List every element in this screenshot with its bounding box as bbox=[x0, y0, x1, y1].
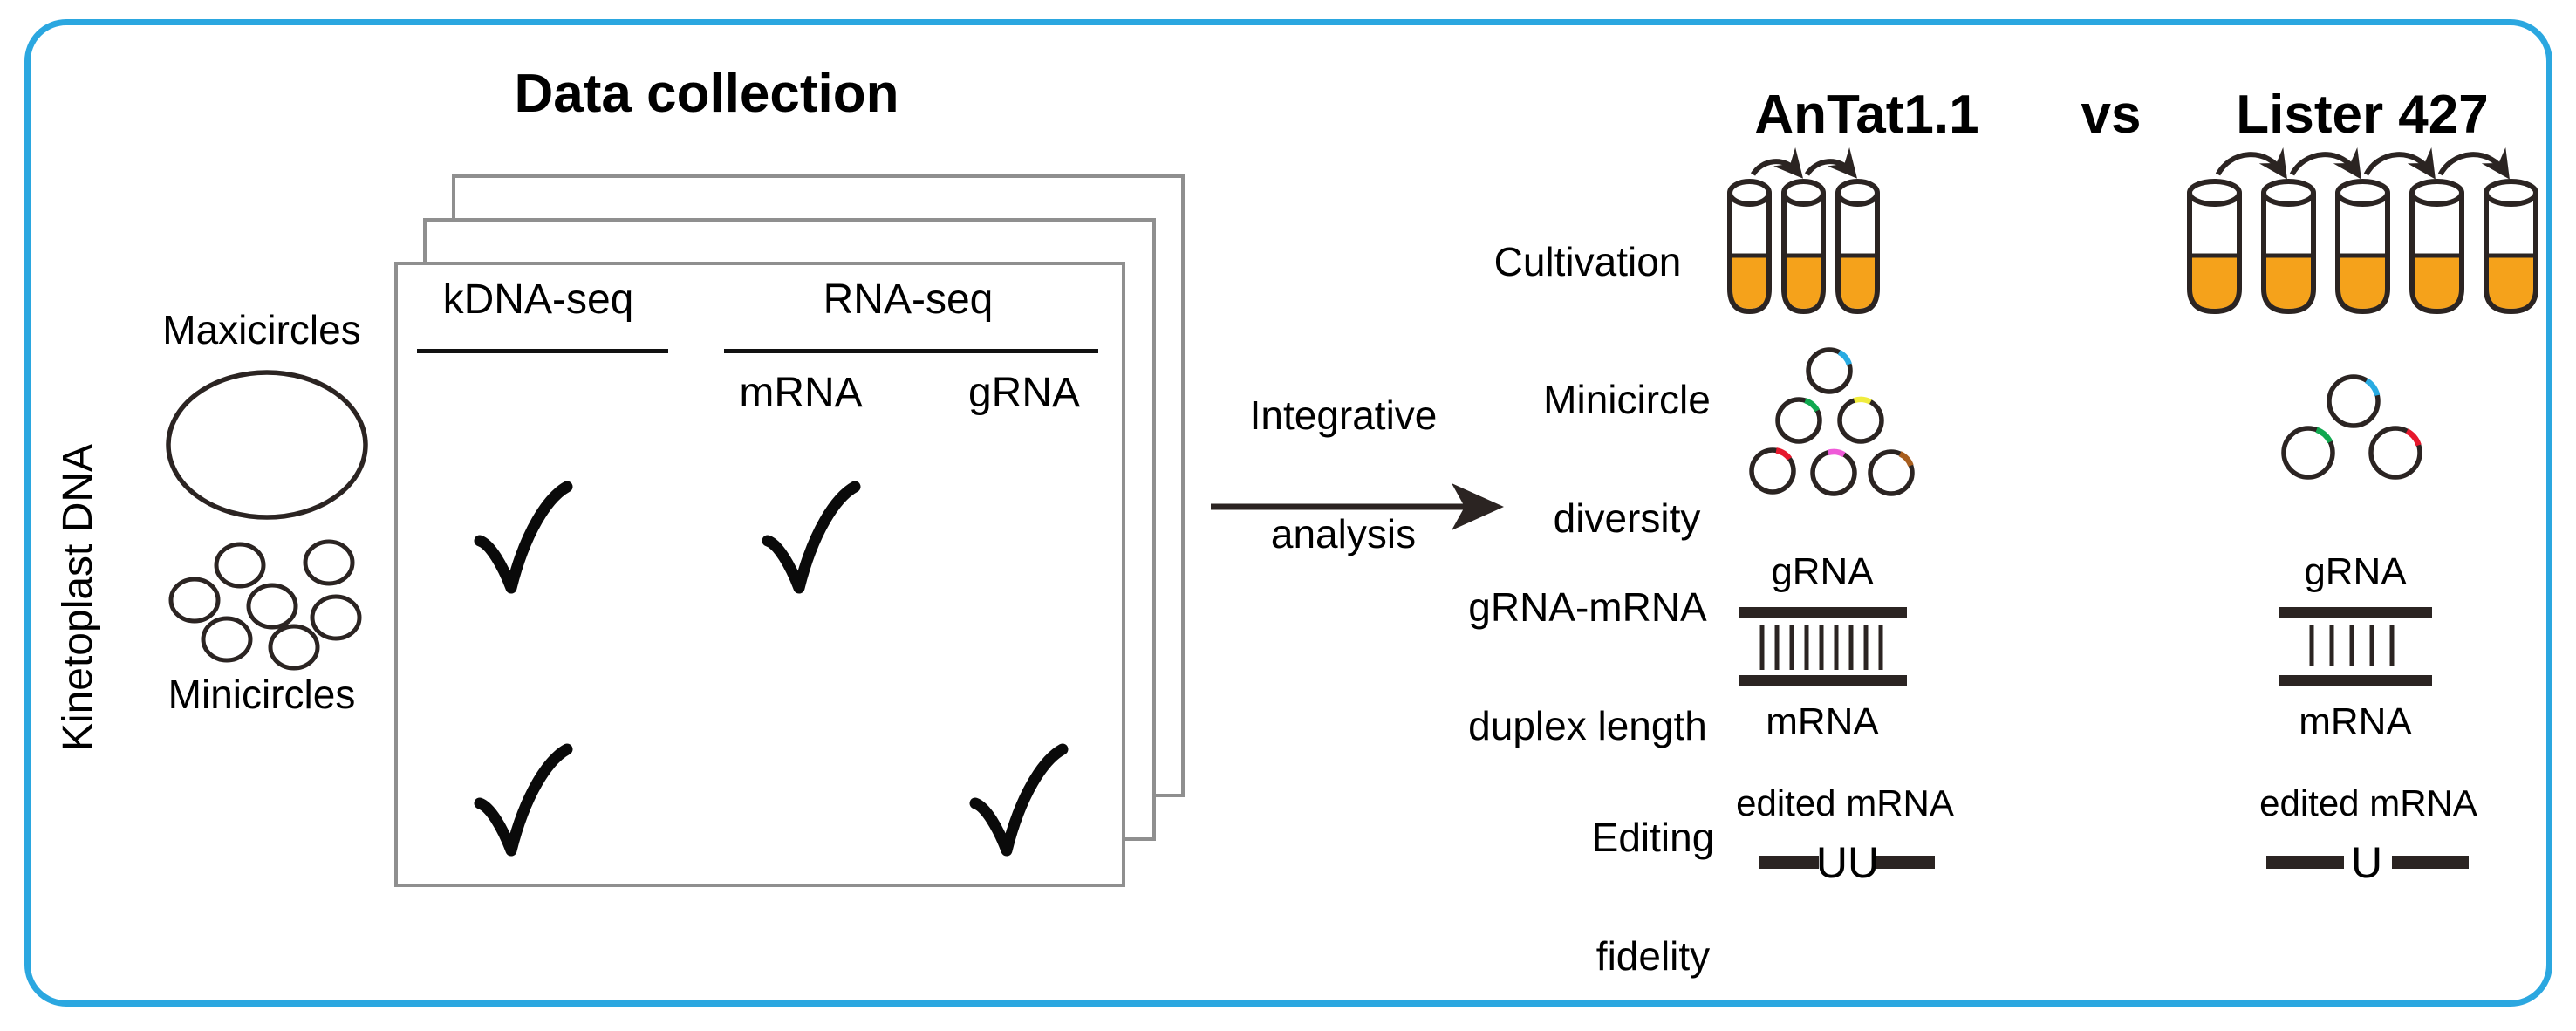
kinetoplast-dna-label: Kinetoplast DNA bbox=[55, 443, 101, 752]
lister-cultivation-tubes bbox=[2187, 147, 2538, 315]
antat-duplex-icon bbox=[1739, 607, 1907, 686]
strain-antat-header: AnTat1.1 bbox=[1754, 85, 1979, 145]
minicircle-line1: Minicircle bbox=[1543, 377, 1711, 422]
strain-lister-header: Lister 427 bbox=[2236, 85, 2489, 145]
table-col-rna-seq: RNA-seq bbox=[823, 277, 994, 323]
row-label-cultivation: Cultivation bbox=[1493, 239, 1682, 284]
row-label-minicircle-diversity: Minicircle diversity bbox=[1513, 370, 1740, 548]
integrative-arrow-icon bbox=[1211, 483, 1504, 530]
antat-cultivation-tubes bbox=[1727, 147, 1880, 315]
lister-grna-label: gRNA bbox=[2304, 550, 2407, 593]
checkmark-icons bbox=[474, 481, 1069, 857]
row-label-duplex-length: gRNA-mRNA duplex length bbox=[1461, 577, 1714, 755]
fidelity-line1: Editing bbox=[1591, 815, 1715, 860]
figure-border bbox=[24, 19, 2552, 1007]
fidelity-line2: fidelity bbox=[1595, 933, 1711, 979]
integrative-line2: analysis bbox=[1270, 511, 1417, 556]
lister-edited-mrna-icon bbox=[2266, 856, 2469, 869]
antat-edited-mrna-label: edited mRNA bbox=[1736, 782, 1954, 823]
integrative-line1: Integrative bbox=[1249, 393, 1438, 438]
lister-edited-mrna-label: edited mRNA bbox=[2259, 782, 2477, 823]
left-panel-title: Data collection bbox=[514, 64, 899, 124]
kdna-seq-underline bbox=[417, 349, 668, 353]
row-label-editing-fidelity: Editing fidelity bbox=[1531, 808, 1775, 986]
antat-minicircle-cluster bbox=[1749, 347, 1915, 496]
antat-uu-insert: UU bbox=[1815, 838, 1880, 887]
lister-minicircle-cluster bbox=[2281, 374, 2422, 480]
maxicircle-icon bbox=[166, 370, 368, 520]
antat-edited-mrna-icon bbox=[1759, 856, 1935, 869]
minicircles-label: Minicircles bbox=[167, 672, 356, 717]
duplex-line1: gRNA-mRNA bbox=[1468, 584, 1707, 630]
lister-duplex-icon bbox=[2279, 607, 2432, 686]
duplex-line2: duplex length bbox=[1468, 703, 1707, 748]
rna-seq-underline bbox=[724, 349, 1098, 353]
minicircle-line2: diversity bbox=[1553, 495, 1701, 541]
integrative-analysis-label: Integrative analysis bbox=[1213, 386, 1474, 563]
minicircles-icon bbox=[168, 539, 362, 671]
antat-grna-label: gRNA bbox=[1771, 550, 1874, 593]
table-col-kdna-seq: kDNA-seq bbox=[442, 277, 634, 323]
vs-label: vs bbox=[2081, 85, 2142, 145]
lister-mrna-label: mRNA bbox=[2299, 700, 2412, 743]
table-subcol-grna: gRNA bbox=[967, 370, 1081, 416]
lister-u-insert: U bbox=[2350, 838, 2383, 887]
table-subcol-mrna: mRNA bbox=[739, 370, 863, 416]
maxicircles-label: Maxicircles bbox=[162, 307, 361, 352]
data-card-front bbox=[394, 262, 1125, 887]
antat-mrna-label: mRNA bbox=[1766, 700, 1879, 743]
